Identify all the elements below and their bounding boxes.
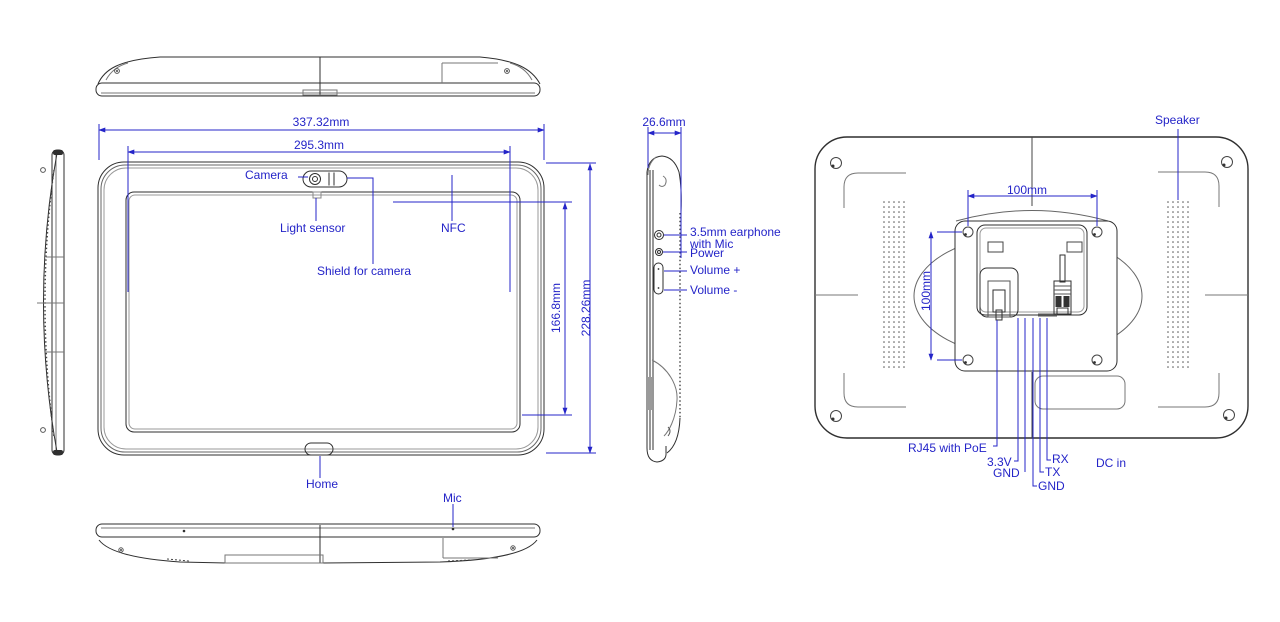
mic-label: Mic xyxy=(443,491,462,505)
gnd1-label: GND xyxy=(993,466,1020,480)
tx-label: TX xyxy=(1045,465,1061,479)
nfc-label: NFC xyxy=(441,221,466,235)
volume-up-label: Volume + xyxy=(690,263,741,277)
left-edge-view xyxy=(37,149,65,456)
dc-in-label: DC in xyxy=(1096,456,1127,470)
3v3-label: 3.3V xyxy=(987,455,1012,469)
earphone-label-line1: 3.5mm earphone xyxy=(690,225,781,239)
earphone-label-line2: with Mic xyxy=(690,237,734,251)
front-light-sensor xyxy=(312,191,322,199)
dc-connector xyxy=(1053,254,1072,315)
rj45-label: RJ45 with PoE xyxy=(908,441,987,455)
side-power-button xyxy=(655,248,663,256)
power-label: Power xyxy=(690,246,725,260)
dim-vesa-vertical-label: 100mm xyxy=(919,270,933,312)
back-corner-brackets xyxy=(815,171,1248,408)
left-speaker-grille xyxy=(883,201,905,368)
shield-for-camera-label: Shield for camera xyxy=(317,264,412,278)
back-view xyxy=(814,136,1249,439)
front-camera-module xyxy=(302,170,348,188)
top-edge-view xyxy=(95,56,541,97)
rj45-jack xyxy=(979,267,1019,321)
back-corner-screws xyxy=(830,156,1235,422)
annotations xyxy=(98,124,1179,527)
speaker-label: Speaker xyxy=(1155,113,1200,127)
right-side-view xyxy=(646,155,682,463)
gnd2-label: GND xyxy=(1038,479,1065,493)
dim-overall-height-label: 228.26mm xyxy=(579,279,593,337)
light-sensor-label: Light sensor xyxy=(280,221,346,235)
rx-label: RX xyxy=(1052,452,1069,466)
bottom-mic-hole xyxy=(451,527,455,531)
front-home-button xyxy=(304,442,334,456)
side-earphone-jack xyxy=(654,230,664,240)
home-label: Home xyxy=(306,477,339,491)
dim-overall-width-label: 337.32mm xyxy=(292,115,350,129)
dim-display-width-label: 295.3mm xyxy=(293,138,345,152)
camera-label: Camera xyxy=(245,168,288,182)
dim-thickness-label: 26.6mm xyxy=(642,115,686,129)
side-volume-rocker xyxy=(653,262,664,295)
right-speaker-grille xyxy=(1167,201,1189,368)
front-view xyxy=(97,161,545,456)
dim-vesa-horizontal-label: 100mm xyxy=(1006,183,1048,197)
dim-display-height-label: 166.8mm xyxy=(549,282,563,334)
vesa-mount-plate xyxy=(954,220,1118,372)
volume-down-label: Volume - xyxy=(690,283,738,297)
bottom-edge-view xyxy=(95,523,541,564)
side-card-slot xyxy=(646,377,652,410)
back-label-recess xyxy=(1034,375,1126,410)
